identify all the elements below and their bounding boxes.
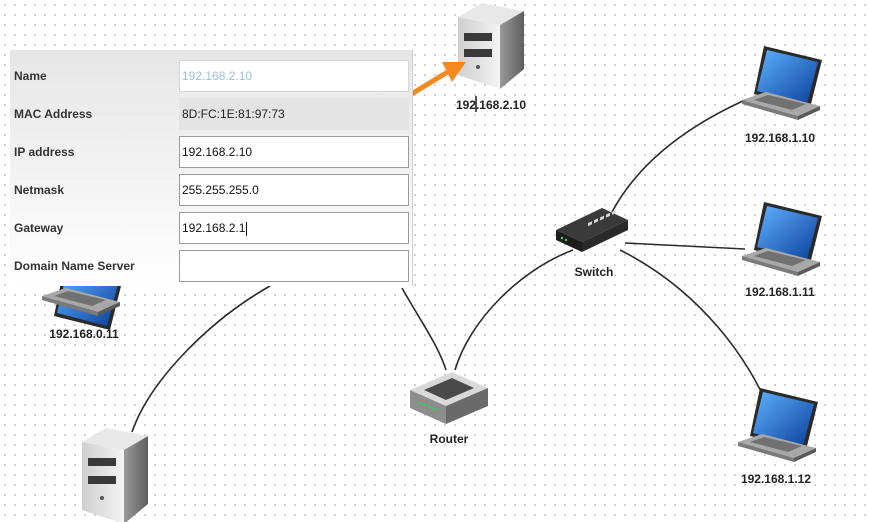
text-cursor <box>246 221 248 236</box>
router-label: Router <box>429 432 469 446</box>
server-label: 192.168.2.10 <box>455 98 527 112</box>
property-row-dns: Domain Name Server <box>10 247 422 285</box>
dns-field[interactable] <box>179 250 409 282</box>
laptop-icon[interactable] <box>742 46 822 120</box>
server-icon[interactable] <box>458 3 524 89</box>
network-links <box>131 96 771 433</box>
link-switch-laptop-1-10 <box>611 99 746 213</box>
server-icon[interactable] <box>82 428 148 522</box>
property-label: IP address <box>14 145 75 159</box>
netmask-field[interactable]: 255.255.255.0 <box>179 174 409 206</box>
property-row-ip: IP address 192.168.2.10 <box>10 133 422 171</box>
switch-icon[interactable] <box>556 208 628 252</box>
laptop-label: 192.168.1.12 <box>740 472 812 486</box>
laptop-label: 192.168.1.11 <box>745 285 815 299</box>
property-label: Netmask <box>14 183 65 197</box>
property-label: Gateway <box>14 221 64 235</box>
mac-address-value: 8D:FC:1E:81:97:73 <box>179 98 409 130</box>
property-label: Domain Name Server <box>14 259 135 273</box>
laptop-label: 192.168.0.11 <box>49 327 119 341</box>
link-server-router <box>401 287 447 371</box>
link-switch-laptop-1-11 <box>624 242 746 250</box>
property-label: MAC Address <box>14 107 93 121</box>
property-label: Name <box>14 69 47 83</box>
laptop-icon[interactable] <box>738 388 818 462</box>
properties-panel: Name 192.168.2.10 MAC Address 8D:FC:1E:8… <box>10 50 413 286</box>
property-row-netmask: Netmask 255.255.255.0 <box>10 171 422 209</box>
gateway-field[interactable]: 192.168.2.1 <box>179 212 409 244</box>
property-row-mac: MAC Address 8D:FC:1E:81:97:73 <box>10 95 422 133</box>
property-row-name: Name 192.168.2.10 <box>10 57 422 95</box>
property-row-gateway: Gateway 192.168.2.1 <box>10 209 422 247</box>
gateway-value: 192.168.2.1 <box>182 221 246 235</box>
link-server-bottom <box>131 285 271 433</box>
router-icon[interactable] <box>410 372 488 424</box>
laptop-label: 192.168.1.10 <box>744 131 816 145</box>
ip-address-field[interactable]: 192.168.2.10 <box>179 136 409 168</box>
name-field[interactable]: 192.168.2.10 <box>179 60 409 92</box>
laptop-icon[interactable] <box>742 202 822 276</box>
switch-label: Switch <box>574 265 614 279</box>
link-router-switch <box>454 249 574 371</box>
